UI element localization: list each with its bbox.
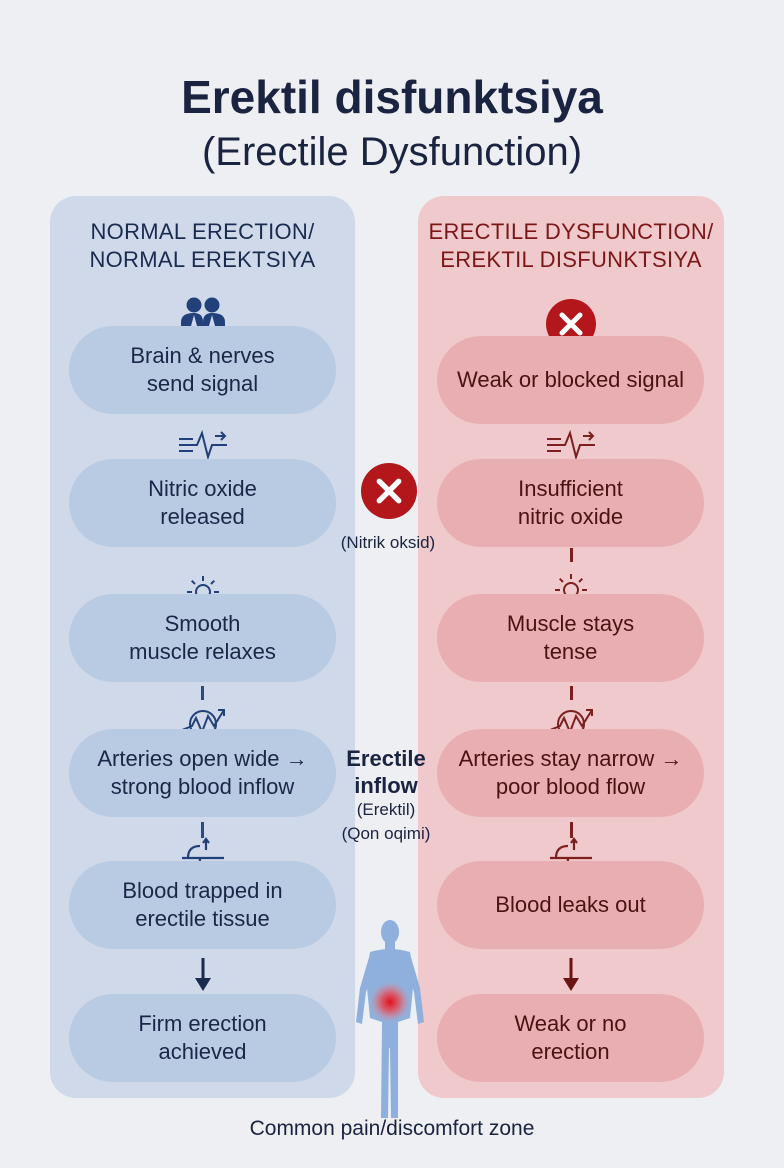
- pain-zone-marker: [370, 982, 410, 1022]
- dysfunction-step-2: Insufficient nitric oxide: [437, 459, 704, 547]
- pulse-icon: [547, 429, 595, 459]
- normal-step-1: Brain & nerves send signal: [69, 326, 336, 414]
- arrow-down-icon: [194, 958, 211, 991]
- pain-zone-caption: Common pain/discomfort zone: [249, 1117, 535, 1140]
- dysfunction-step-4: Arteries stay narrow → poor blood flow: [437, 729, 704, 817]
- normal-panel-heading: NORMAL ERECTION/ NORMAL EREKTSIYA: [89, 219, 316, 272]
- dysfunction-step-3: Muscle stays tense: [437, 594, 704, 682]
- x-icon: [361, 463, 417, 519]
- normal-step-3: Smooth muscle relaxes: [69, 594, 336, 682]
- connector-line: [569, 548, 573, 562]
- connector-line: [569, 822, 573, 838]
- dysfunction-step-1: Weak or blocked signal: [437, 336, 704, 424]
- dysfunction-panel: ERECTILE DYSFUNCTION/ EREKTIL DISFUNKTSI…: [418, 196, 724, 1098]
- connector-line: [201, 686, 204, 700]
- normal-step-6: Firm erection achieved: [69, 994, 336, 1082]
- dysfunction-step-6: Weak or no erection: [437, 994, 704, 1082]
- erectile-inflow-subtitle: (Erektil): [356, 800, 416, 819]
- blood-flow-subtitle: (Qon oqimi): [341, 824, 431, 843]
- arrow-down-icon: [563, 958, 579, 991]
- page-subtitle: (Erectile Dysfunction): [201, 130, 583, 174]
- normal-erection-panel: NORMAL ERECTION/ NORMAL EREKTSIYA Brain …: [50, 196, 355, 1098]
- normal-step-2: Nitric oxide released: [69, 459, 336, 547]
- normal-step-5: Blood trapped in erectile tissue: [69, 861, 336, 949]
- connector-line: [569, 686, 573, 700]
- page-title: Erektil disfunktsiya: [181, 71, 603, 123]
- dysfunction-panel-heading: ERECTILE DYSFUNCTION/ EREKTIL DISFUNKTSI…: [428, 219, 714, 272]
- human-body-icon: [356, 920, 424, 1118]
- pulse-icon: [178, 429, 227, 459]
- normal-step-4: Arteries open wide → strong blood inflow: [69, 729, 336, 817]
- connector-line: [201, 822, 204, 838]
- erectile-inflow-title: Erectile inflow: [346, 746, 426, 798]
- dysfunction-step-5: Blood leaks out: [437, 861, 704, 949]
- nitric-oxide-label: (Nitrik oksid): [340, 533, 436, 552]
